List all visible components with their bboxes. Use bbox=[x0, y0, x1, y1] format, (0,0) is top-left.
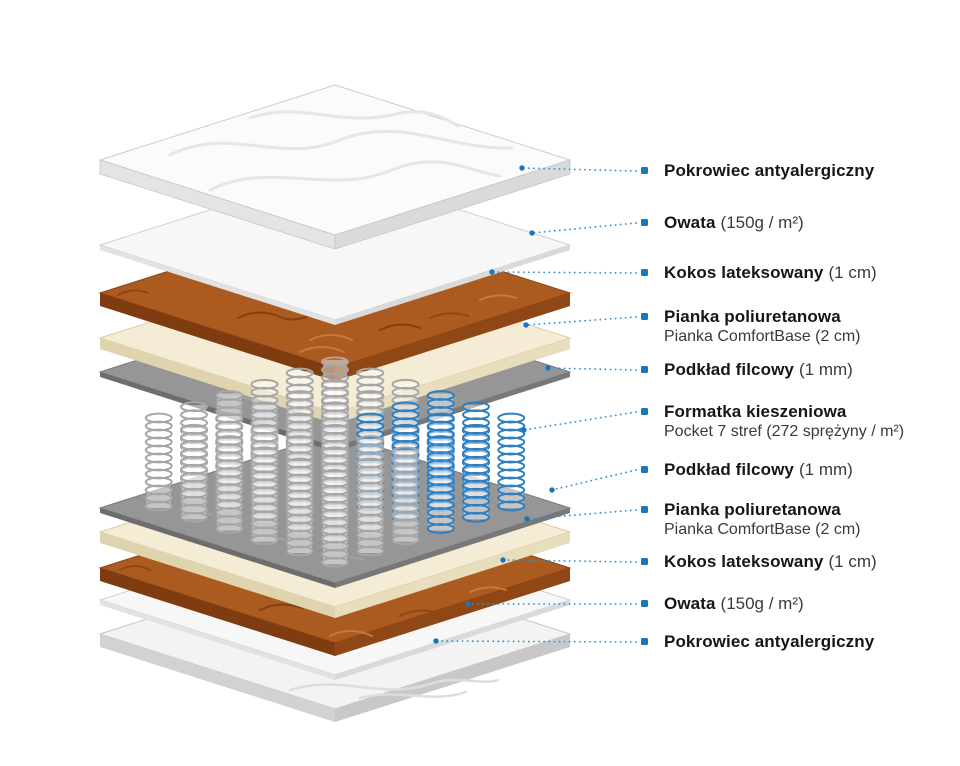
label-marker-dot bbox=[641, 408, 648, 415]
layer-subtitle: Pocket 7 stref (272 sprężyny / m²) bbox=[664, 423, 905, 440]
layer-detail: (1 mm) bbox=[798, 360, 853, 379]
layer-top-cover bbox=[98, 84, 572, 250]
label-bottom-foam: Pianka poliuretanowa Pianka ComfortBase … bbox=[641, 499, 861, 540]
layer-name: Formatka kieszeniowa bbox=[664, 402, 847, 421]
label-bottom-owata: Owata(150g / m²) bbox=[641, 593, 804, 614]
leader-endpoint-dots bbox=[433, 165, 555, 644]
layer-name: Kokos lateksowany bbox=[664, 263, 824, 282]
layer-detail: (1 cm) bbox=[828, 263, 877, 282]
layer-name: Kokos lateksowany bbox=[664, 552, 824, 571]
label-marker-dot bbox=[641, 558, 648, 565]
layer-subtitle: Pianka ComfortBase (2 cm) bbox=[664, 521, 861, 538]
layer-detail: (150g / m²) bbox=[720, 213, 804, 232]
layer-subtitle: Pianka ComfortBase (2 cm) bbox=[664, 328, 861, 345]
label-top-owata: Owata(150g / m²) bbox=[641, 212, 804, 233]
label-top-cover: Pokrowiec antyalergiczny bbox=[641, 160, 874, 181]
label-marker-dot bbox=[641, 506, 648, 513]
layer-detail: (1 cm) bbox=[828, 552, 877, 571]
layer-detail: (1 mm) bbox=[798, 460, 853, 479]
leader-lines bbox=[435, 167, 637, 643]
label-bottom-coconut: Kokos lateksowany(1 cm) bbox=[641, 551, 877, 572]
layer-name: Podkład filcowy bbox=[664, 360, 794, 379]
layer-name: Pokrowiec antyalergiczny bbox=[664, 161, 875, 180]
layer-name: Pianka poliuretanowa bbox=[664, 500, 841, 519]
label-marker-dot bbox=[641, 313, 648, 320]
label-bottom-felt: Podkład filcowy(1 mm) bbox=[641, 459, 853, 480]
label-top-felt: Podkład filcowy(1 mm) bbox=[641, 359, 853, 380]
label-marker-dot bbox=[641, 167, 648, 174]
label-pocket-springs: Formatka kieszeniowa Pocket 7 stref (272… bbox=[641, 401, 904, 442]
layer-name: Owata bbox=[664, 594, 716, 613]
label-marker-dot bbox=[641, 638, 648, 645]
layer-name: Pianka poliuretanowa bbox=[664, 307, 841, 326]
layer-name: Podkład filcowy bbox=[664, 460, 794, 479]
layer-name: Pokrowiec antyalergiczny bbox=[664, 632, 875, 651]
label-marker-dot bbox=[641, 219, 648, 226]
layer-detail: (150g / m²) bbox=[720, 594, 804, 613]
label-marker-dot bbox=[641, 366, 648, 373]
label-bottom-cover: Pokrowiec antyalergiczny bbox=[641, 631, 874, 652]
label-marker-dot bbox=[641, 466, 648, 473]
label-marker-dot bbox=[641, 269, 648, 276]
label-top-coconut: Kokos lateksowany(1 cm) bbox=[641, 262, 877, 283]
label-marker-dot bbox=[641, 600, 648, 607]
label-top-foam: Pianka poliuretanowa Pianka ComfortBase … bbox=[641, 306, 861, 347]
layer-name: Owata bbox=[664, 213, 716, 232]
